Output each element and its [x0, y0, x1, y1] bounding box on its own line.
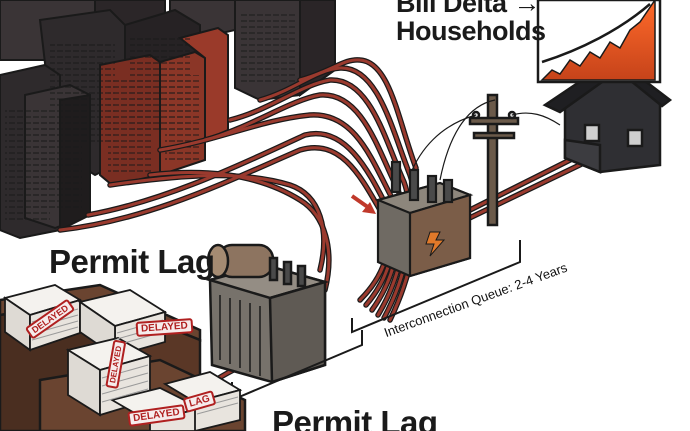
- transformer-icon: [374, 160, 474, 278]
- rising-chart-icon: [536, 0, 662, 84]
- permit-lag-label-bottom: Permit Lag: [272, 404, 438, 431]
- bill-delta-label: Bill Delta →: [396, 0, 541, 18]
- server-rack-vents: [5, 10, 295, 220]
- permit-lag-label-top: Permit Lag: [49, 243, 215, 280]
- arrow-icon: [350, 194, 376, 214]
- queue-bracket: [351, 240, 521, 334]
- transformer-icon: [205, 243, 330, 384]
- households-label: Households: [396, 16, 546, 46]
- overhead-wires: [409, 99, 561, 181]
- utility-pole-icon: [468, 93, 520, 227]
